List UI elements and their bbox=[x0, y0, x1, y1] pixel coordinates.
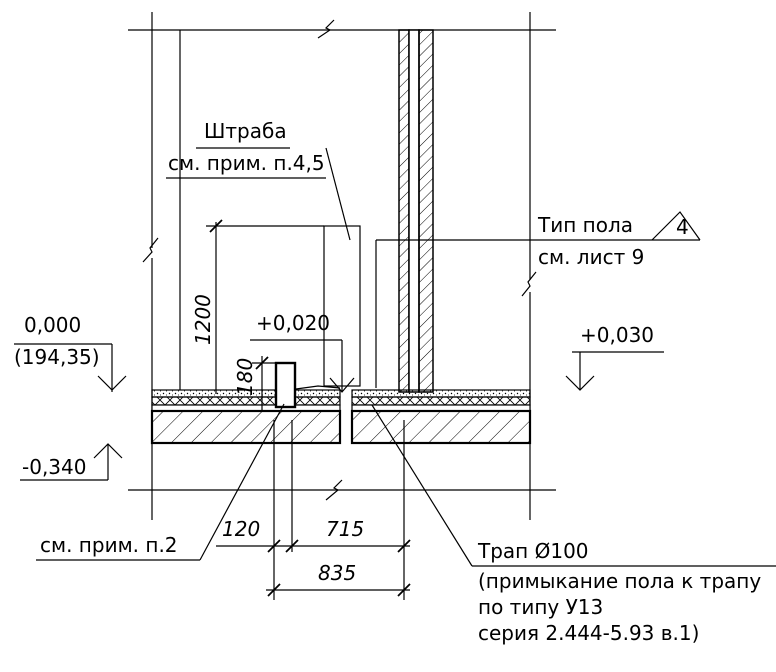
drain-note-line2: по типу У13 bbox=[478, 595, 603, 619]
floor-layers-right bbox=[350, 389, 532, 445]
floor-type-ref: см. лист 9 bbox=[538, 245, 644, 269]
elev-plus030-label: +0,030 bbox=[580, 323, 654, 347]
left-ref-label: см. прим. п.2 bbox=[40, 533, 178, 557]
partition-wall bbox=[398, 29, 434, 393]
dim-835-label: 835 bbox=[318, 561, 356, 585]
floor-type-number: 4 bbox=[676, 215, 689, 239]
bottom-break-line bbox=[128, 479, 556, 501]
drain-leader bbox=[371, 404, 776, 567]
floor-layers-left bbox=[150, 385, 342, 445]
left-ref-leader bbox=[36, 403, 285, 561]
left-break-line bbox=[142, 12, 181, 520]
elev-zero-abs-label: (194,35) bbox=[14, 345, 100, 369]
dim-1200 bbox=[206, 219, 324, 394]
dim-180-label: 180 bbox=[233, 358, 257, 396]
elev-plus020-mark bbox=[250, 339, 355, 393]
elev-zero-mark bbox=[14, 343, 127, 392]
dim-715-label: 715 bbox=[326, 517, 364, 541]
dim-bottom-lines bbox=[216, 420, 411, 600]
elev-minus340-label: -0,340 bbox=[22, 455, 86, 479]
dim-180 bbox=[252, 356, 276, 410]
elev-plus030-mark bbox=[565, 351, 664, 391]
groove-leader bbox=[166, 147, 361, 387]
dim-1200-label: 1200 bbox=[191, 294, 215, 345]
dim-120-label: 120 bbox=[222, 517, 260, 541]
top-break-line bbox=[128, 19, 556, 39]
curb bbox=[274, 361, 297, 409]
elev-plus020-label: +0,020 bbox=[256, 311, 330, 335]
drain-note-line1: (примыкание пола к трапу bbox=[478, 569, 761, 593]
drain-title: Трап Ø100 bbox=[477, 539, 589, 563]
floor-type-leader bbox=[375, 211, 701, 388]
drain-note-line3: серия 2.444-5.93 в.1) bbox=[478, 621, 699, 645]
elev-minus340-mark bbox=[20, 443, 123, 481]
floor-type-label: Тип пола bbox=[537, 213, 633, 237]
elev-zero-label: 0,000 bbox=[24, 313, 81, 337]
groove-ref: см. прим. п.4,5 bbox=[168, 151, 325, 175]
groove-title: Штраба bbox=[204, 119, 287, 143]
